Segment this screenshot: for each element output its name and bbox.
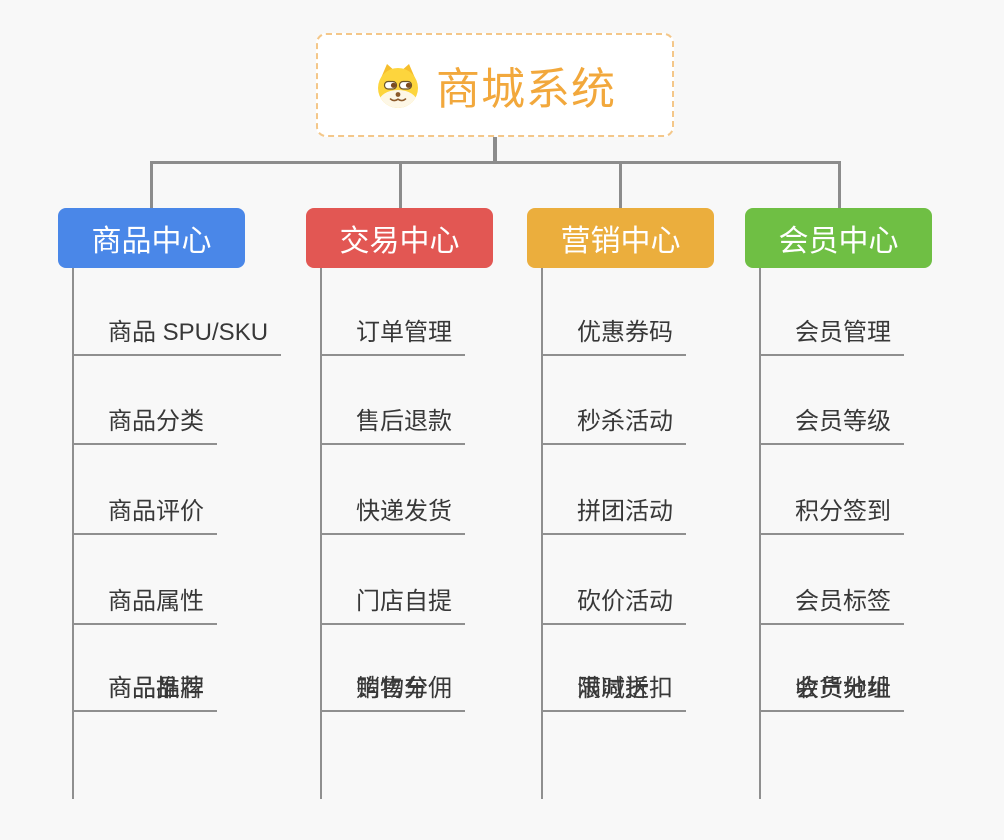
child-topic-label[interactable]: 订单管理 <box>320 312 465 356</box>
connector-drop-branch-1 <box>150 163 153 208</box>
child-topic-label[interactable]: 商品 SPU/SKU <box>72 312 282 356</box>
child-topic-label[interactable]: 拼团活动 <box>541 491 686 535</box>
connector-drop-branch-2 <box>399 163 402 208</box>
child-topic: 会员等级 <box>759 356 932 445</box>
child-topic: 砍价活动 <box>541 535 714 625</box>
branch-header-trade-center[interactable]: 交易中心 <box>306 208 493 268</box>
child-topic: 会员管理 <box>759 268 932 356</box>
child-topic: 快递发货 <box>320 445 493 535</box>
child-topic-label[interactable]: 满减送 <box>541 668 662 712</box>
child-topic-label[interactable]: 商品品牌 <box>72 668 217 712</box>
connector-root-stub <box>493 137 497 164</box>
child-topic-label[interactable]: 会员管理 <box>759 312 904 356</box>
child-topic: 商品推荐 <box>72 625 245 712</box>
branch-trade-center: 交易中心 订单管理 售后退款 快递发货 门店自提 购物车 销售分佣 <box>306 208 493 799</box>
child-topic-label[interactable]: 售后退款 <box>320 401 465 445</box>
connector-drop-branch-4 <box>838 163 841 208</box>
connector-drop-branch-3 <box>619 163 622 208</box>
child-topic-label[interactable]: 商品评价 <box>72 491 217 535</box>
child-topic-label[interactable]: 秒杀活动 <box>541 401 686 445</box>
branch-children-product-center: 商品 SPU/SKU 商品分类 商品评价 商品属性 商品推荐 商品品牌 <box>72 268 282 799</box>
branch-header-marketing-center[interactable]: 营销中心 <box>527 208 714 268</box>
child-topic: 商品属性 <box>72 535 245 625</box>
branch-header-product-center[interactable]: 商品中心 <box>58 208 245 268</box>
child-topic-label[interactable]: 商品推荐 <box>72 668 217 712</box>
child-topic: 商品 SPU/SKU <box>72 268 282 356</box>
child-topic: 订单管理 <box>320 268 493 356</box>
child-topic-label[interactable]: 积分签到 <box>759 491 904 535</box>
child-topic: 积分签到 <box>759 445 932 535</box>
child-topic-label[interactable]: 会员等级 <box>759 401 904 445</box>
branch-member-center: 会员中心 会员管理 会员等级 积分签到 会员标签 会员分组 收货地址 <box>745 208 932 799</box>
branch-header-member-center[interactable]: 会员中心 <box>745 208 932 268</box>
branch-children-trade-center: 订单管理 售后退款 快递发货 门店自提 购物车 销售分佣 <box>320 268 493 799</box>
child-topic-label[interactable]: 会员标签 <box>759 581 904 625</box>
child-topic: 秒杀活动 <box>541 356 714 445</box>
child-topic-label[interactable]: 优惠券码 <box>541 312 686 356</box>
branch-children-member-center: 会员管理 会员等级 积分签到 会员标签 会员分组 收货地址 <box>759 268 932 799</box>
root-title: 商城系统 <box>436 65 616 114</box>
child-topic: 商品分类 <box>72 356 245 445</box>
child-topic: 售后退款 <box>320 356 493 445</box>
child-topic-label[interactable]: 收货地址 <box>759 668 904 712</box>
child-topic: 优惠券码 <box>541 268 714 356</box>
child-topic-label[interactable]: 门店自提 <box>320 581 465 625</box>
child-topic: 商品评价 <box>72 445 245 535</box>
branch-product-center: 商品中心 商品 SPU/SKU 商品分类 商品评价 商品属性 商品推荐 商品品牌 <box>58 208 282 799</box>
child-topic-label[interactable]: 商品属性 <box>72 581 217 625</box>
child-topic-label[interactable]: 快递发货 <box>320 491 465 535</box>
child-topic: 拼团活动 <box>541 445 714 535</box>
child-topic: 会员标签 <box>759 535 932 625</box>
child-topic: 门店自提 <box>320 535 493 625</box>
dog-face-icon <box>378 64 418 108</box>
child-topic-label[interactable]: 砍价活动 <box>541 581 686 625</box>
branch-children-marketing-center: 优惠券码 秒杀活动 拼团活动 砍价活动 限时折扣 满减送 <box>541 268 714 799</box>
connector-bus-line <box>150 161 841 164</box>
child-topic-label[interactable]: 商品分类 <box>72 401 217 445</box>
child-topic-label[interactable]: 销售分佣 <box>320 668 465 712</box>
root-node-mall-system[interactable]: 商城系统 <box>316 33 674 137</box>
branch-marketing-center: 营销中心 优惠券码 秒杀活动 拼团活动 砍价活动 限时折扣 满减送 <box>527 208 714 799</box>
